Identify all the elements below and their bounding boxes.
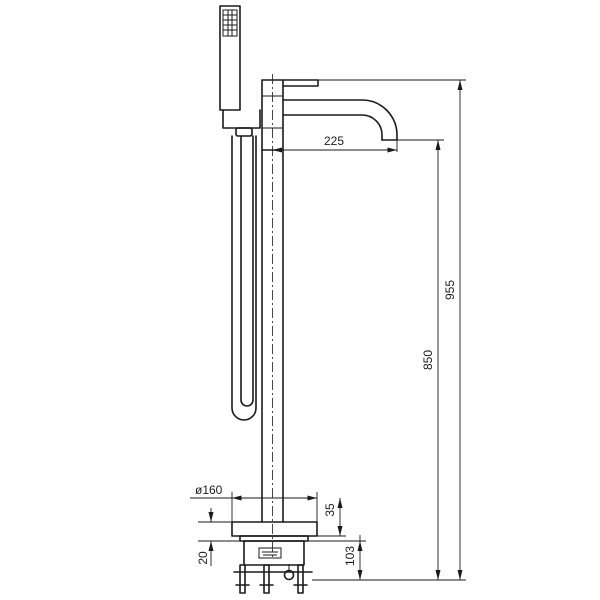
shower-holder (222, 109, 261, 137)
dimension-spout-height: 850 (397, 139, 444, 580)
floor-box (243, 540, 305, 566)
shower-hose (231, 135, 257, 421)
base-plate (231, 521, 318, 542)
spout (282, 99, 398, 141)
floor-box-depth-label: 103 (343, 546, 357, 566)
mounting-legs (233, 564, 313, 594)
total-height-label: 955 (443, 280, 457, 300)
dimension-base-plate-height: 35 (317, 498, 346, 537)
dimension-base-diameter: ø160 (190, 483, 318, 522)
base-plate-height-label: 35 (323, 503, 337, 517)
column (261, 74, 284, 560)
spout-reach-label: 225 (324, 134, 344, 148)
hand-shower-head (219, 5, 241, 111)
dimension-floor-offset: 20 (196, 508, 244, 566)
base-diameter-label: ø160 (195, 483, 223, 497)
dimension-spout-reach: 225 (272, 134, 398, 153)
spout-height-label: 850 (421, 350, 435, 370)
dimension-floor-box-depth: 103 (308, 535, 366, 580)
floor-offset-label: 20 (196, 551, 210, 565)
shower-nozzle-grid (223, 10, 237, 36)
dimension-total-height: 955 (312, 79, 466, 581)
